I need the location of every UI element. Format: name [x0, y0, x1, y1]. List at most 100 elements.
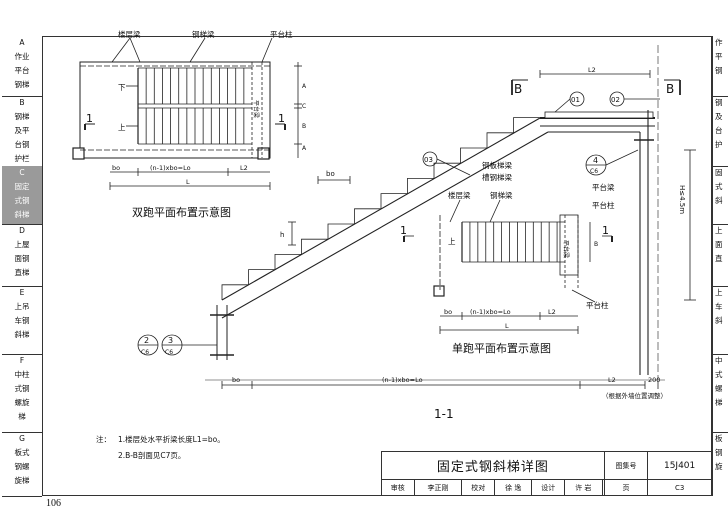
dim-a-top: A: [302, 83, 307, 90]
right-sidebar-section-4[interactable]: 上车斜: [713, 286, 728, 355]
label-up-b: 上: [448, 237, 456, 246]
column-left: [72, 147, 85, 160]
detail-2-num: 2: [144, 336, 149, 345]
sidebar-text: 作: [715, 38, 723, 47]
sidebar-text: 直: [715, 254, 723, 263]
sidebar-text: 斜梯: [14, 210, 30, 219]
caption-double-flight: 双跑平面布置示意图: [132, 205, 231, 219]
sidebar-text: 式钢: [14, 384, 30, 393]
label-floor-beam: 楼层梁: [118, 29, 141, 39]
dim-l2-top: L2: [240, 164, 248, 172]
drawing-frame: [42, 36, 712, 496]
sheet-page-number: C3: [647, 479, 712, 496]
right-sidebar-section-6[interactable]: 板钢旋: [713, 432, 728, 496]
top-plan-outline: [79, 61, 271, 159]
sidebar-text: 及: [715, 112, 723, 121]
column-right: [257, 147, 270, 160]
sidebar-text: 板: [715, 434, 723, 443]
atlas-number: 15J401: [647, 451, 712, 480]
dim-b0-b: bo: [444, 308, 452, 316]
note-2: 2.B-B剖面见C7页。: [118, 450, 185, 460]
sidebar-text: 面: [715, 240, 723, 249]
caption-single-flight: 单跑平面布置示意图: [452, 341, 551, 355]
sidebar-text: D: [19, 226, 25, 235]
sidebar-text: 旋梯: [14, 476, 30, 485]
stair-step: [380, 193, 408, 209]
stair-step: [327, 223, 355, 240]
label-platform-beam-b: 平台梁: [562, 240, 570, 258]
checker-name: 徐 逸: [494, 479, 533, 496]
sidebar-text: 钢螺: [14, 462, 30, 471]
sidebar-text: 及平: [14, 126, 30, 135]
dim-height: H≤4.5m: [678, 185, 686, 214]
section-b-right: B: [666, 82, 674, 96]
sidebar-text: 台钢: [14, 140, 30, 149]
sidebar-text: 斜: [715, 316, 723, 325]
detail-3-sheet: C6: [165, 349, 173, 356]
sidebar-text: 车钢: [14, 316, 30, 325]
callout-02: 02: [611, 96, 620, 104]
section-b-left: B: [514, 82, 522, 96]
right-sidebar-section-1[interactable]: 钢及台护: [713, 96, 728, 167]
sidebar-text: 中柱: [14, 370, 30, 379]
label-platform-col: 平台柱: [270, 29, 293, 39]
dim-b-b: B: [594, 241, 598, 248]
title-block: 固定式钢斜梯详图 图集号 15J401 审核 李正刚 校对 徐 逸 设计 许 岩…: [381, 451, 712, 496]
detail-3-num: 3: [168, 336, 173, 345]
stair-step: [460, 147, 487, 164]
stair-step: [274, 253, 302, 270]
dim-span-bottom: (n-1)xbo=Lo: [382, 376, 423, 384]
dim-b0-top: bo: [112, 164, 120, 172]
section-mark-right: 1: [278, 112, 285, 125]
sidebar-text: C: [19, 168, 25, 177]
sidebar-text: 式: [715, 370, 723, 379]
page-number: 106: [46, 498, 61, 509]
design-label: 设计: [531, 479, 566, 496]
sidebar-text: 固定: [14, 182, 30, 191]
sidebar-text: E: [19, 288, 25, 297]
sidebar-text: 台: [715, 126, 723, 135]
section-mark-b-left: 1: [400, 224, 407, 237]
label-platform-col-sec: 平台柱: [592, 200, 615, 210]
label-channel-beam: 槽钢梯梁: [482, 172, 512, 182]
right-sidebar-section-0[interactable]: 作平钢: [713, 36, 728, 97]
right-sidebar-section-2[interactable]: 固式斜: [713, 166, 728, 225]
dim-l2-bottom: L2: [608, 376, 616, 384]
dim-span-top: (n-1)xbo=Lo: [150, 164, 191, 172]
sidebar-text: 钢梯: [14, 112, 30, 121]
sidebar-text: 螺: [715, 384, 723, 393]
sidebar-text: 钢梯: [14, 80, 30, 89]
label-platform-beam-sec: 平台梁: [592, 182, 615, 192]
sidebar-text: 直梯: [14, 268, 30, 277]
section-caption: 1-1: [434, 407, 454, 421]
dim-l-top: L: [186, 178, 190, 186]
right-sidebar-section-5[interactable]: 中式螺梯: [713, 354, 728, 433]
sidebar-text: 钢: [715, 66, 723, 75]
sidebar-section-c[interactable]: C 固定式钢斜梯: [2, 166, 42, 225]
notes-label: 注：: [96, 434, 111, 444]
label-platform-col-b: 平台柱: [586, 300, 609, 310]
right-sidebar-section-3[interactable]: 上面直: [713, 224, 728, 287]
sidebar-text: 旋: [715, 462, 723, 471]
label-stair-beam: 钢梯梁: [192, 29, 215, 39]
sidebar-text: 上: [715, 288, 723, 297]
stair-step: [513, 117, 540, 133]
sidebar-text: 式钢: [14, 196, 30, 205]
label-up: 上: [118, 123, 126, 132]
sidebar-text: 护栏: [14, 154, 30, 163]
designer-name: 许 岩: [564, 479, 603, 496]
sidebar-text: 上屋: [14, 240, 30, 249]
section-mark-left: 1: [86, 112, 93, 125]
sidebar-text: F: [19, 356, 25, 365]
label-stair-beam-b: 钢梯梁: [490, 190, 513, 200]
sidebar-text: 斜: [715, 196, 723, 205]
dim-b: B: [302, 123, 306, 130]
wall-adjust-note: （根据外墙位置调整）: [602, 391, 667, 400]
